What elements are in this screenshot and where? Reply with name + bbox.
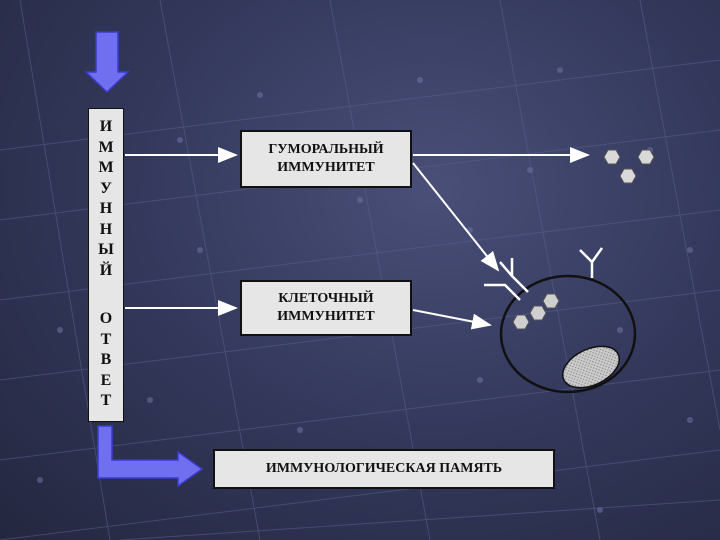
- hexagon-icon: [603, 149, 621, 165]
- vertical-letter: У: [100, 179, 112, 197]
- antigen-hexagons: [603, 149, 655, 184]
- vertical-letter: М: [98, 138, 114, 156]
- cellular-immunity-box: КЛЕТОЧНЫЙ ИММУНИТЕТ: [240, 280, 412, 336]
- humoral-line2: ИММУНИТЕТ: [277, 160, 375, 175]
- hexagon-icon: [619, 168, 637, 184]
- receptor-left2-icon: [484, 283, 521, 301]
- receptor-icons: [484, 247, 604, 301]
- bound-antigen-hexagons: [512, 293, 560, 330]
- vertical-word-immune: И М М У Н Н Ы Й: [89, 117, 123, 281]
- humoral-line1: ГУМОРАЛЬНЫЙ: [268, 142, 384, 157]
- vertical-letter: Й: [99, 261, 113, 279]
- memory-label: ИММУНОЛОГИЧЕСКАЯ ПАМЯТЬ: [265, 461, 503, 476]
- hexagon-icon: [529, 305, 547, 321]
- arrow-cellular-to-cell: [412, 309, 492, 330]
- vertical-word-response: О Т В Е Т: [89, 309, 123, 412]
- nucleus-icon: [562, 345, 620, 389]
- down-arrow-icon: [84, 31, 130, 94]
- vertical-letter: М: [98, 159, 114, 176]
- vertical-letter: Н: [99, 200, 113, 217]
- cell-icon: [499, 274, 637, 394]
- vertical-letter: О: [99, 310, 113, 327]
- arrow-humoral-to-cell: [412, 162, 500, 272]
- hexagon-icon: [542, 293, 560, 309]
- memory-elbow-arrow-icon: [97, 425, 204, 488]
- vertical-letter: Е: [100, 371, 112, 389]
- vertical-letter: В: [100, 351, 112, 368]
- cellular-line2: ИММУНИТЕТ: [277, 309, 375, 324]
- hexagon-icon: [637, 149, 655, 165]
- hexagon-icon: [512, 314, 530, 330]
- cellular-line1: КЛЕТОЧНЫЙ: [278, 291, 374, 306]
- receptor-left-icon: [499, 258, 529, 293]
- receptor-right-icon: [579, 247, 604, 278]
- vertical-letter: Н: [99, 220, 113, 238]
- immunological-memory-box: ИММУНОЛОГИЧЕСКАЯ ПАМЯТЬ: [213, 449, 555, 489]
- vertical-letter: Т: [100, 392, 112, 409]
- immune-response-label-box: И М М У Н Н Ы Й О Т В Е Т: [88, 108, 124, 422]
- vertical-letter: Ы: [98, 241, 114, 258]
- vertical-letter: Т: [100, 330, 112, 348]
- vertical-letter: И: [99, 118, 113, 135]
- humoral-immunity-box: ГУМОРАЛЬНЫЙ ИММУНИТЕТ: [240, 130, 412, 188]
